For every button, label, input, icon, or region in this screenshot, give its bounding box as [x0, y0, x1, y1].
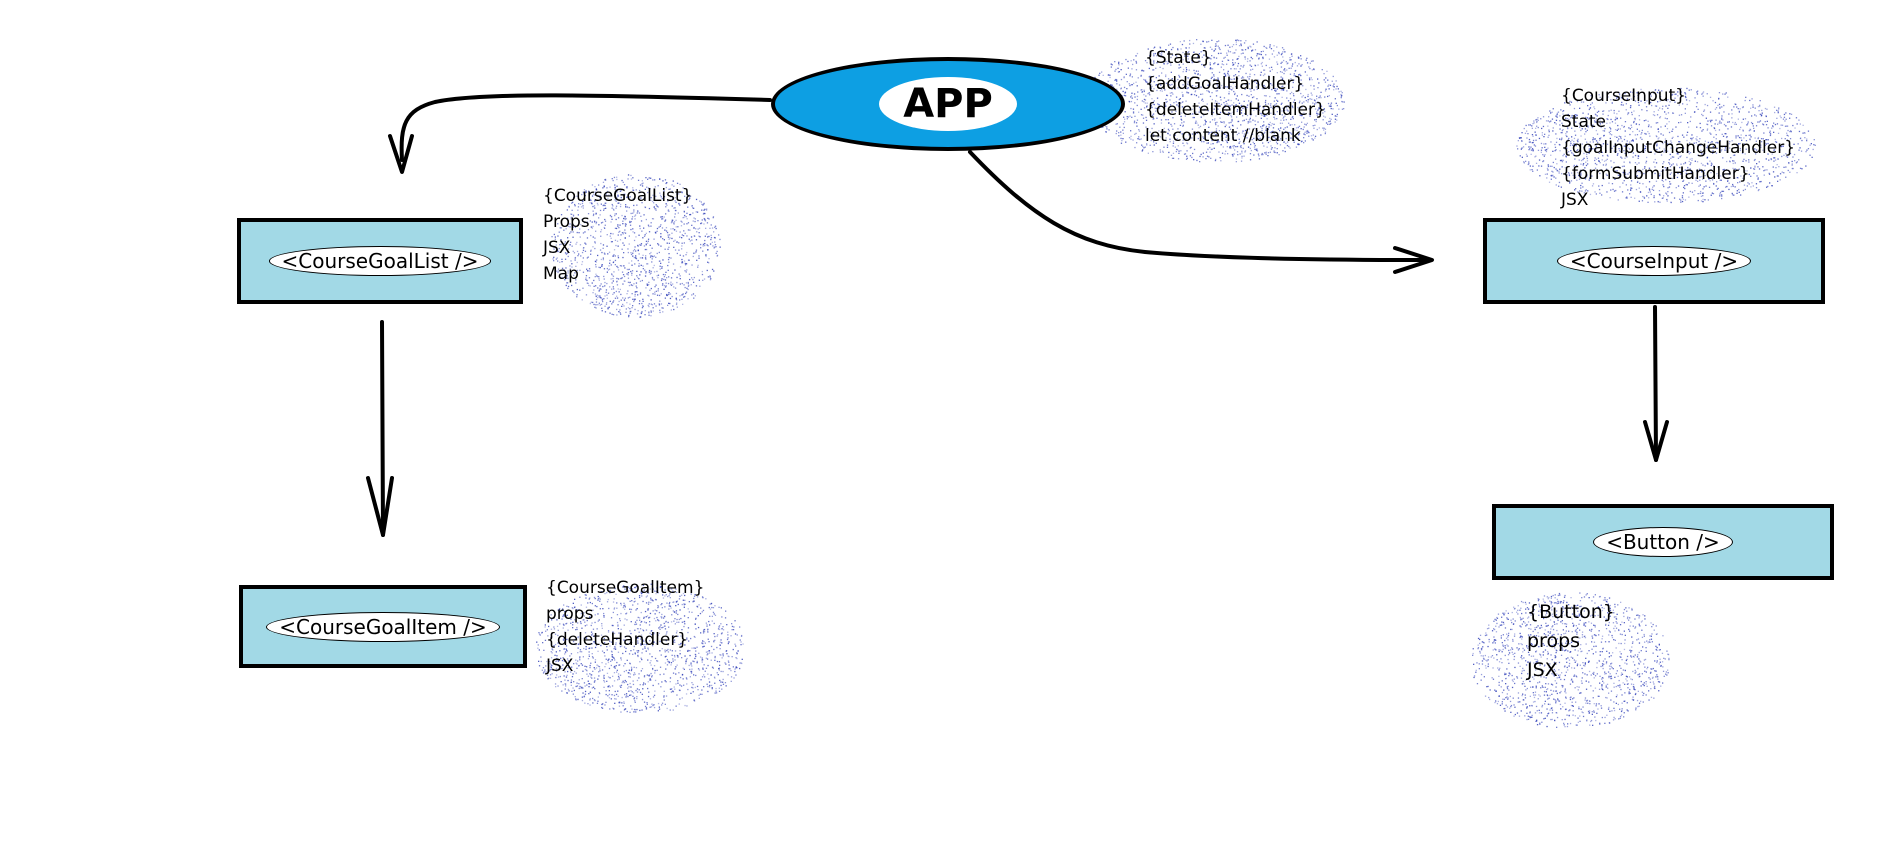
note-line: {CourseGoalList} — [543, 186, 693, 206]
arrow-list-to-item — [380, 320, 385, 537]
note-line: State — [1561, 112, 1606, 132]
note-line: {deleteItemHandler} — [1145, 100, 1326, 120]
note-line: JSX — [546, 656, 574, 676]
note-line: {formSubmitHandler} — [1561, 164, 1750, 184]
arrow-app-to-list — [399, 93, 772, 162]
course-goal-item-label: <CourseGoalItem /> — [266, 611, 500, 642]
button-label: <Button /> — [1593, 527, 1733, 557]
button-node: <Button /> — [1492, 504, 1834, 580]
note-line: JSX — [1561, 190, 1589, 210]
note-line: {goalInputChangeHandler} — [1561, 138, 1796, 158]
arrowhead-button — [1643, 420, 1669, 462]
course-goal-item-node: <CourseGoalItem /> — [239, 585, 527, 668]
course-goal-list-node: <CourseGoalList /> — [237, 218, 523, 304]
course-goal-list-notes: {CourseGoalList} Props JSX Map — [543, 183, 692, 287]
note-line: {State} — [1145, 48, 1212, 68]
note-line: Props — [543, 212, 590, 232]
app-node: APP — [771, 57, 1125, 151]
note-line: JSX — [1527, 659, 1558, 681]
note-line: {deleteHandler} — [546, 630, 689, 650]
course-input-node: <CourseInput /> — [1483, 218, 1825, 304]
note-line: {Button} — [1527, 601, 1615, 623]
note-line: props — [1527, 630, 1581, 652]
arrowhead-list — [388, 134, 414, 174]
note-line: let content //blank — [1145, 126, 1301, 146]
course-goal-item-notes: {CourseGoalItem} props {deleteHandler} J… — [546, 575, 704, 679]
note-line: JSX — [543, 238, 571, 258]
note-line: {addGoalHandler} — [1145, 74, 1305, 94]
note-line: {CourseInput} — [1561, 86, 1687, 106]
course-goal-list-label: <CourseGoalList /> — [268, 246, 492, 276]
note-line: Map — [543, 264, 579, 284]
app-notes: {State} {addGoalHandler} {deleteItemHand… — [1145, 45, 1326, 149]
arrowhead-input — [1393, 246, 1434, 274]
button-notes: {Button} props JSX — [1527, 598, 1615, 685]
arrowhead-item — [366, 476, 394, 537]
note-line: props — [546, 604, 594, 624]
note-line: {CourseGoalItem} — [546, 578, 705, 598]
course-input-label: <CourseInput /> — [1556, 246, 1752, 276]
app-label: APP — [879, 77, 1017, 131]
arrow-input-to-button — [1653, 305, 1658, 462]
arrow-app-to-input — [968, 150, 1427, 262]
course-input-notes: {CourseInput} State {goalInputChangeHand… — [1561, 83, 1795, 213]
